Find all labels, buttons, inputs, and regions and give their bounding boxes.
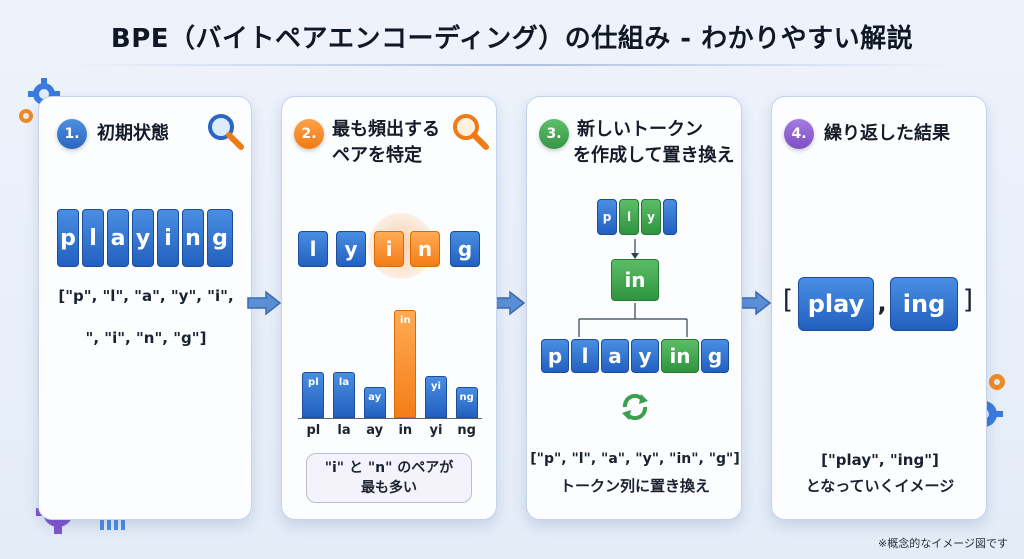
token-tile: g bbox=[450, 231, 480, 267]
token-tile: a bbox=[107, 209, 129, 267]
merged-token: in bbox=[611, 259, 659, 301]
step4-result-list: ["play", "ing"] bbox=[821, 451, 939, 469]
step1-number-badge: 1. bbox=[57, 119, 87, 149]
page-title: BPE（バイトペアエンコーディング）の仕組み - わかりやすい解説 bbox=[110, 24, 914, 54]
token-tile: i bbox=[157, 209, 179, 267]
step1-token-list-line1: ["p", "l", "a", "y", "i", bbox=[58, 287, 234, 305]
frequency-bar: pl bbox=[302, 372, 325, 418]
step2-title-line1: 最も頻出する bbox=[332, 119, 440, 140]
token-tile: y bbox=[631, 339, 659, 373]
step4-title: 繰り返した結果 bbox=[824, 123, 950, 144]
step4-number-badge: 4. bbox=[784, 119, 814, 149]
step2-note-line1: "i" と "n" のペアが bbox=[324, 460, 454, 476]
token-tile bbox=[663, 199, 677, 235]
pair-label: ay bbox=[366, 423, 384, 438]
gear-icon bbox=[19, 78, 60, 123]
frequency-bar: in bbox=[394, 310, 417, 418]
final-token-play: play bbox=[798, 277, 874, 331]
frequency-bar: yi bbox=[425, 376, 447, 418]
token-tile: l bbox=[571, 339, 599, 373]
step3-title-line1: 新しいトークン bbox=[577, 119, 703, 140]
magnifier-icon bbox=[453, 114, 489, 150]
pair-label: ng bbox=[457, 423, 476, 438]
arrow-right-icon bbox=[247, 290, 282, 316]
token-tile: g bbox=[701, 339, 729, 373]
token-tile: l bbox=[82, 209, 104, 267]
frequency-bar: ay bbox=[363, 387, 386, 418]
step3-title-line2: を作成して置き換え bbox=[573, 145, 735, 166]
step1-token-list-line2: ", "i", "n", "g"] bbox=[85, 329, 207, 347]
refresh-icon bbox=[622, 393, 648, 421]
magnifier-icon bbox=[208, 114, 244, 150]
step4-panel: 4. 繰り返した結果 [ play , ing ] ["play", "ing"… bbox=[771, 96, 987, 520]
token-tile: a bbox=[601, 339, 629, 373]
step3-result-caption: トークン列に置き換え bbox=[559, 477, 710, 495]
token-tile: l bbox=[619, 199, 639, 235]
token-tile-merged: in bbox=[661, 339, 699, 373]
pair-label: la bbox=[337, 423, 351, 438]
step3-panel: 3. 新しいトークン を作成して置き換え p l y in p l a y in… bbox=[526, 96, 742, 520]
step1-title: 初期状態 bbox=[97, 123, 169, 144]
token-tile: n bbox=[182, 209, 204, 267]
token-tile-highlighted: i bbox=[374, 231, 404, 267]
step1-panel: 1. 初期状態 p l a y i n g ["p", "l", "a", "y… bbox=[38, 96, 252, 520]
final-token-ing: ing bbox=[890, 277, 958, 331]
step3-result-list: ["p", "l", "a", "y", "in", "g"] bbox=[530, 451, 740, 467]
footnote: ※概念的なイメージ図です bbox=[878, 537, 1008, 550]
step2-number-badge: 2. bbox=[294, 119, 324, 149]
merge-connector bbox=[578, 239, 688, 337]
step2-note: "i" と "n" のペアが 最も多い bbox=[306, 453, 472, 503]
token-tile: p bbox=[57, 209, 79, 267]
frequency-bar: ng bbox=[455, 387, 478, 418]
frequency-bar: la bbox=[333, 372, 355, 418]
step3-number-badge: 3. bbox=[539, 119, 569, 149]
token-tile: p bbox=[541, 339, 569, 373]
token-tile: p bbox=[597, 199, 617, 235]
token-tile: g bbox=[207, 209, 233, 267]
token-tile: y bbox=[336, 231, 366, 267]
token-tile: y bbox=[132, 209, 154, 267]
pair-label: in bbox=[398, 423, 413, 438]
token-tile: y bbox=[641, 199, 661, 235]
token-tile-highlighted: n bbox=[410, 231, 440, 267]
step2-note-line2: 最も多い bbox=[361, 480, 417, 496]
bar-chart-icon bbox=[100, 510, 125, 530]
close-bracket: ] bbox=[962, 285, 974, 315]
open-bracket: [ bbox=[782, 285, 794, 315]
token-comma: , bbox=[877, 289, 887, 317]
pair-label: yi bbox=[429, 423, 443, 438]
step4-result-caption: となっていくイメージ bbox=[805, 477, 955, 495]
token-tile: l bbox=[298, 231, 328, 267]
pair-label: pl bbox=[306, 423, 321, 438]
title-divider bbox=[70, 64, 954, 66]
step2-title-line2: ペアを特定 bbox=[332, 145, 422, 166]
